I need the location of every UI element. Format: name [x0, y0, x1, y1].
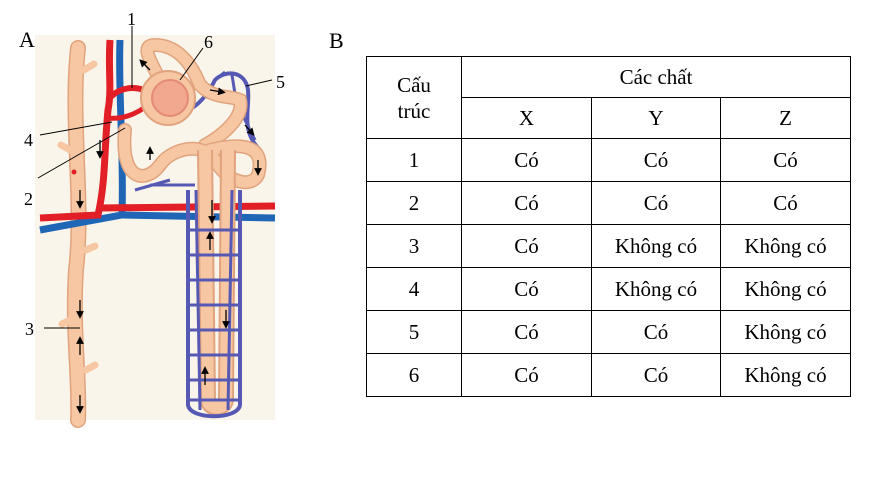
cell-y: Không có [591, 267, 721, 311]
header-structure-line1: Cấu [397, 72, 431, 97]
table-row: 1 Có Có Có [366, 138, 851, 182]
cell-z: Không có [720, 224, 851, 268]
collecting-duct [68, 41, 86, 427]
callout-6: 6 [204, 32, 213, 52]
callout-1: 1 [127, 9, 136, 29]
table-row: 4 Có Không có Không có [366, 267, 851, 311]
header-structure: Cấu trúc [366, 56, 462, 139]
cell-x: Có [461, 267, 592, 311]
callout-5: 5 [276, 72, 285, 92]
callout-3: 3 [25, 319, 34, 339]
table-row: 2 Có Có Có [366, 181, 851, 225]
callout-4: 4 [24, 130, 33, 150]
leader-line-6 [179, 47, 204, 81]
cell-z: Không có [720, 310, 851, 354]
cell-structure: 5 [366, 310, 462, 354]
cell-y: Có [591, 353, 721, 397]
header-col-x: X [461, 97, 592, 139]
cell-structure: 1 [366, 138, 462, 182]
callout-2: 2 [24, 189, 33, 209]
nephron-diagram [35, 26, 276, 428]
leader-line-5 [245, 79, 273, 87]
proximal-tubule [141, 39, 246, 151]
leader-line-2 [37, 127, 126, 179]
header-col-y: Y [591, 97, 721, 139]
cell-x: Có [461, 181, 592, 225]
cell-y: Có [591, 138, 721, 182]
cell-z: Không có [720, 353, 851, 397]
panel-a-label: A [19, 27, 35, 52]
cell-z: Có [720, 181, 851, 225]
artery [39, 39, 114, 222]
cell-structure: 6 [366, 353, 462, 397]
cell-x: Có [461, 138, 592, 182]
vasa-recta [186, 190, 242, 419]
cell-x: Có [461, 224, 592, 268]
header-substances: Các chất [461, 56, 851, 98]
substance-table: Cấu trúc Các chất X Y Z 1 Có Có Có 2 Có … [366, 56, 851, 397]
glomerulus [151, 79, 189, 117]
cell-x: Có [461, 353, 592, 397]
table-row: 6 Có Có Không có [366, 353, 851, 397]
cell-structure: 2 [366, 181, 462, 225]
header-col-z: Z [720, 97, 851, 139]
cell-z: Không có [720, 267, 851, 311]
distal-tubule [118, 124, 266, 188]
panel-b-label: B [329, 28, 344, 53]
cell-y: Có [591, 310, 721, 354]
cell-y: Có [591, 181, 721, 225]
cell-structure: 3 [366, 224, 462, 268]
cell-structure: 4 [366, 267, 462, 311]
header-structure-line2: trúc [397, 98, 431, 123]
leader-line-4 [39, 121, 113, 136]
cell-y: Không có [591, 224, 721, 268]
cell-x: Có [461, 310, 592, 354]
table-row: 5 Có Có Không có [366, 310, 851, 354]
table-row: 3 Có Không có Không có [366, 224, 851, 268]
cell-z: Có [720, 138, 851, 182]
